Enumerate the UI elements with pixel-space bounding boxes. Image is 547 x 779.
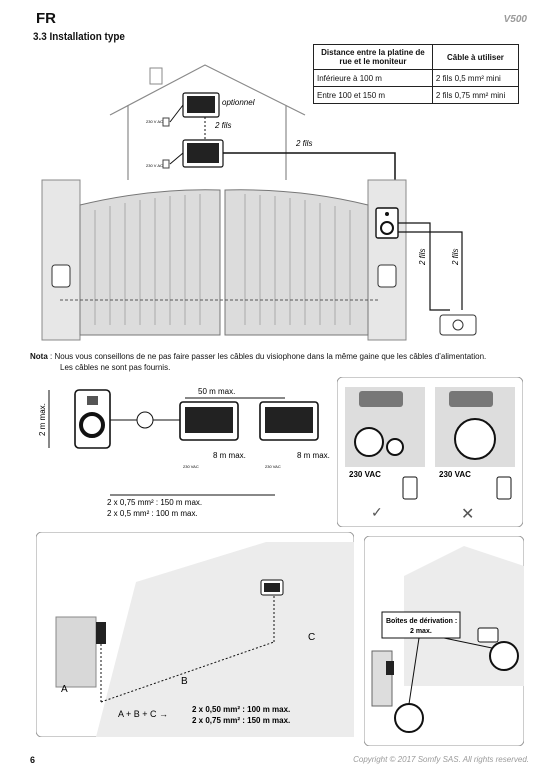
voltage-label: 230 VAC	[265, 464, 281, 469]
callout-arrow	[408, 637, 420, 705]
wire-line	[169, 152, 184, 165]
boxes-label: Boîtes de dérivation :	[386, 618, 457, 625]
conduit-icon	[354, 427, 384, 457]
outdoor-station-post	[371, 650, 393, 707]
cable-table: Distance entre la platine de rue et le m…	[313, 44, 520, 104]
outdoor-station-icon	[96, 622, 106, 644]
voltage-label: 230 V AC	[146, 163, 163, 168]
gate-motor-icon	[51, 264, 71, 288]
table-cell: Entre 100 et 150 m	[313, 86, 433, 104]
optional-label: optionnel	[222, 98, 255, 107]
cable-b	[100, 641, 275, 703]
junction-box-diagram: Boîtes de dérivation : 2 max.	[364, 536, 524, 746]
boxes-callout	[381, 611, 461, 639]
gate-motor-icon	[377, 264, 397, 288]
cable-height-label: 8 m max.	[213, 451, 246, 460]
conduit-icon	[386, 438, 404, 456]
wires-label: 2 fils	[295, 139, 312, 148]
outdoor-station-icon	[402, 476, 418, 500]
chimney-shape	[149, 67, 163, 85]
left-pillar	[41, 179, 81, 341]
outdoor-station-icon	[496, 476, 512, 500]
monitor-icon	[179, 401, 239, 441]
lock-icon	[439, 314, 477, 336]
note-text: Nota : Nous vous conseillons de ne pas f…	[30, 351, 530, 373]
junction-icon	[136, 411, 154, 429]
cable-length-diagram: A B C A + B + C → 2 x 0,50 mm² : 100 m m…	[36, 532, 354, 737]
section-title: 3.3 Installation type	[33, 31, 125, 43]
monitor-icon	[477, 627, 499, 643]
table-cell: 2 fils 0,75 mm² mini	[431, 86, 520, 104]
formula-label: A + B + C →	[118, 709, 168, 719]
right-pillar	[367, 179, 407, 341]
boxes-count: 2 max.	[410, 628, 432, 635]
gate-right-leaf	[224, 189, 369, 336]
conduit-icon	[454, 418, 496, 460]
gate-shape	[55, 616, 97, 688]
conduit-diagram: 230 VAC 230 VAC ✓ ✕	[337, 377, 523, 527]
note-line2: Les câbles ne sont pas fournis.	[60, 363, 171, 372]
monitor-icon	[259, 401, 319, 441]
voltage-label: 230 VAC	[439, 470, 471, 479]
gate-installation-diagram: optionnel 2 fils 230 V AC 230 V AC 2 fil…	[41, 64, 477, 341]
voltage-label: 230 V AC	[146, 119, 163, 124]
distance-label: 50 m max.	[198, 387, 235, 396]
junction-box-icon	[394, 703, 424, 733]
plug-icon	[162, 159, 170, 169]
note-line1: : Nous vous conseillons de ne pas faire …	[50, 352, 487, 361]
table-header-row: Distance entre la platine de rue et le m…	[313, 44, 520, 70]
wall-shape	[96, 542, 354, 737]
wires-label: 2 fils	[214, 121, 231, 130]
length-line1: 2 x 0,50 mm² : 100 m max.	[192, 705, 290, 714]
table-row: Entre 100 et 150 m 2 fils 0,75 mm² mini	[313, 86, 520, 104]
car-icon	[449, 391, 493, 407]
outdoor-station-icon	[74, 389, 111, 449]
table-header-distance: Distance entre la platine de rue et le m…	[313, 44, 433, 70]
wire-line	[398, 222, 450, 311]
check-icon: ✓	[371, 504, 383, 520]
label-a: A	[61, 684, 68, 695]
wire-line	[169, 104, 184, 123]
note-label: Nota	[30, 352, 48, 361]
gate-left-leaf	[79, 189, 221, 336]
cross-icon: ✕	[461, 506, 474, 523]
model-name: V500	[503, 14, 527, 25]
language-code: FR	[36, 10, 56, 27]
voltage-label: 230 VAC	[349, 470, 381, 479]
cable-height-label: 8 m max.	[297, 451, 330, 460]
label-c: C	[308, 632, 315, 643]
cable-line2: 2 x 0,5 mm² : 100 m max.	[107, 509, 198, 518]
outdoor-station-icon	[375, 207, 399, 239]
car-icon	[359, 391, 403, 407]
cable-line1: 2 x 0,75 mm² : 150 m max.	[107, 498, 202, 507]
plug-icon	[162, 117, 170, 127]
copyright-text: Copyright © 2017 Somfy SAS. All rights r…	[353, 755, 529, 764]
junction-box-icon	[489, 641, 519, 671]
voltage-label: 230 VAC	[183, 464, 199, 469]
wires-label: 2 fils	[451, 249, 460, 266]
table-header-cable: Câble à utiliser	[431, 44, 520, 70]
distance-diagram: 2 m max. 50 m max. 8 m max. 8 m max. 230…	[38, 387, 330, 518]
wires-label: 2 fils	[418, 249, 427, 266]
outdoor-station-icon	[386, 661, 394, 675]
page-number: 6	[30, 755, 36, 765]
wire-line	[398, 231, 463, 310]
length-line2: 2 x 0,75 mm² : 150 m max.	[192, 716, 290, 725]
monitor-icon	[182, 92, 220, 118]
label-b: B	[181, 676, 188, 687]
house-outline	[109, 64, 306, 180]
callout-arrow	[443, 637, 493, 649]
monitor-icon	[260, 579, 284, 596]
height-label: 2 m max.	[38, 403, 47, 436]
monitor-icon	[182, 139, 224, 168]
